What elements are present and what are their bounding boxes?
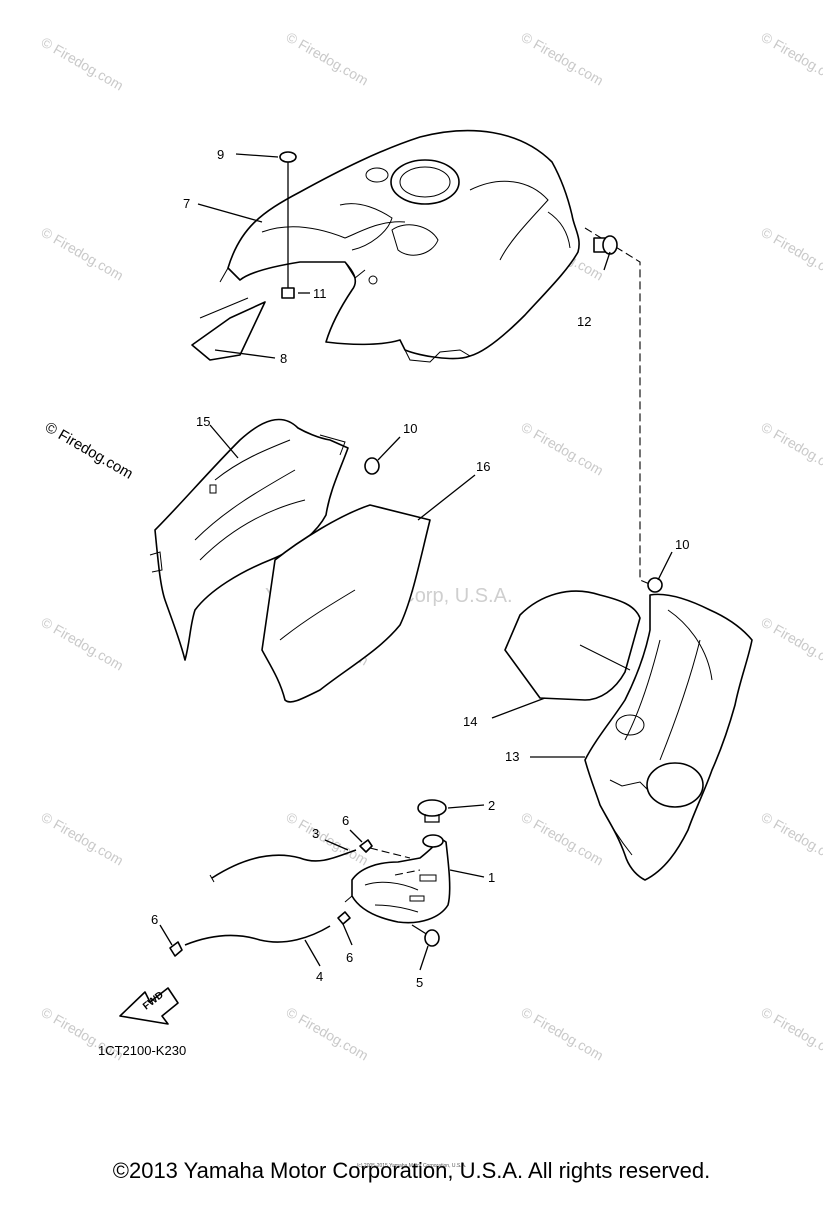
watermark-text: © Firedog.com	[759, 614, 823, 674]
callout-13: 13	[505, 749, 519, 764]
reservoir-cap-part-2	[418, 800, 446, 822]
grommet-part-10-right	[648, 578, 662, 592]
watermark-text: © Firedog.com	[759, 224, 823, 284]
watermark-text: © Firedog.com	[39, 809, 127, 869]
assembly-guide-line	[370, 848, 410, 858]
callout-8: 8	[280, 351, 287, 366]
callout-4: 4	[316, 969, 323, 984]
watermark-text: © Firedog.com	[519, 29, 607, 89]
bolt-part-12	[594, 236, 617, 254]
watermark-text: © Firedog.com	[519, 1004, 607, 1064]
watermark-text: © Firedog.com	[759, 419, 823, 479]
watermark-text: © Firedog.com	[39, 224, 127, 284]
watermark-text: © Firedog.com	[39, 614, 127, 674]
hose-part-3-end	[210, 875, 214, 882]
watermark-text: © Firedog.com	[759, 809, 823, 869]
watermark-text: © Firedog.com	[759, 1004, 823, 1064]
callout-3: 3	[312, 826, 319, 841]
tank-cover-part	[220, 131, 579, 362]
callout-9: 9	[217, 147, 224, 162]
callout-14: 14	[463, 714, 477, 729]
pad-part-14	[505, 591, 640, 700]
copyright-notice: ©2013 Yamaha Motor Corporation, U.S.A. A…	[0, 1158, 823, 1184]
callout-15: 15	[196, 414, 210, 429]
hose-part-3	[212, 850, 356, 878]
watermark-text-side: © Firedog.com	[42, 419, 136, 483]
watermark-text: © Firedog.com	[519, 809, 607, 869]
callout-10-right: 10	[675, 537, 689, 552]
callout-2: 2	[488, 798, 495, 813]
fwd-arrow-icon: FWD	[120, 988, 178, 1024]
watermark-text: © Firedog.com	[759, 29, 823, 89]
clip-part-6	[338, 912, 350, 924]
drawing-code: 1CT2100-K230	[98, 1043, 186, 1058]
callout-1: 1	[488, 870, 495, 885]
watermark-text: © Firedog.com	[39, 34, 127, 94]
callout-6: 6	[342, 813, 349, 828]
watermark-text: © Firedog.com	[519, 419, 607, 479]
callout-12: 12	[577, 314, 591, 329]
watermark-text: © Firedog.com	[284, 29, 372, 89]
callout-10: 10	[403, 421, 417, 436]
bolt-part-5	[412, 925, 439, 946]
callout-5: 5	[416, 975, 423, 990]
callout-7: 7	[183, 196, 190, 211]
hose-part-4	[185, 926, 330, 945]
callout-11: 11	[313, 286, 327, 301]
callout-16: 16	[476, 459, 490, 474]
grommet-part-10	[365, 458, 379, 474]
watermark-text: © Firedog.com	[284, 1004, 372, 1064]
callout-6-left: 6	[151, 912, 158, 927]
callout-6-lower: 6	[346, 950, 353, 965]
nut-part-11	[282, 288, 294, 298]
